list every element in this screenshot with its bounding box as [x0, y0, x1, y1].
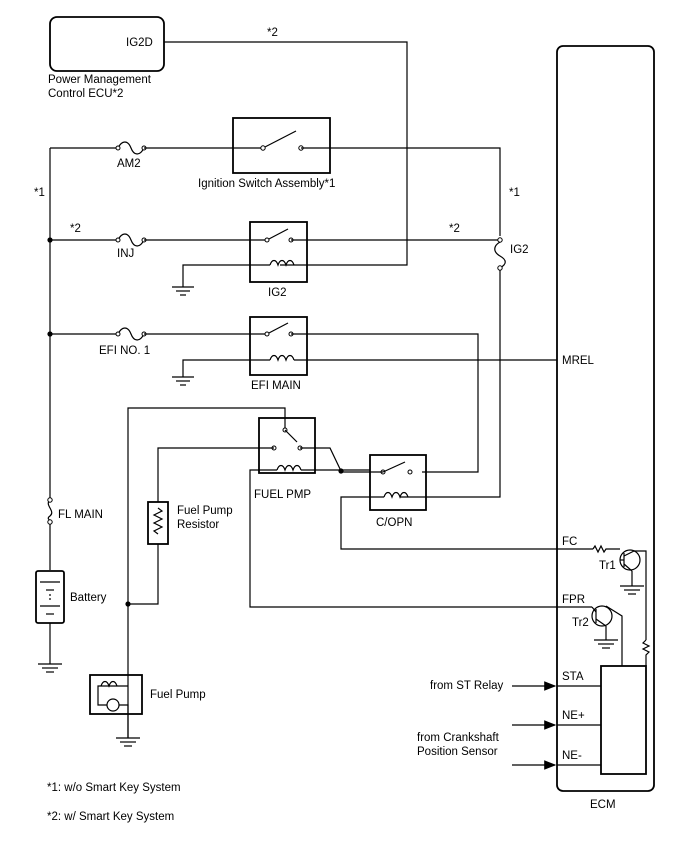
- resistor-output-wire: [128, 544, 159, 605]
- tr1-ground: [620, 585, 644, 595]
- efi-main-coil: [269, 354, 295, 362]
- ig2d-wire: [164, 41, 408, 266]
- ig2-relay-box: [249, 221, 308, 283]
- am2-fuse: [117, 141, 145, 155]
- ig2d-label: IG2D: [126, 37, 153, 49]
- tr1-label: Tr1: [599, 560, 616, 572]
- am2-label: AM2: [117, 158, 141, 170]
- efi-main-label: EFI MAIN: [251, 380, 301, 392]
- c-opn-relay-box: [369, 454, 427, 511]
- footnote-2: *2: w/ Smart Key System: [47, 811, 174, 823]
- fuel-pump-coil: [100, 680, 118, 688]
- fc-label: FC: [562, 536, 577, 548]
- ecm-internal-ic: [600, 665, 647, 775]
- efi-no1-label: EFI NO. 1: [99, 345, 150, 357]
- ne-plus-label: NE+: [562, 710, 585, 722]
- ig2-relay-contact: [266, 228, 289, 241]
- ecm-label: ECM: [590, 799, 616, 811]
- fuel-pump-resistor-label-2: Resistor: [177, 519, 219, 531]
- mark-star2-ig2: *2: [449, 223, 460, 235]
- fuel-pump-resistor-label-1: Fuel Pump: [177, 505, 233, 517]
- fuel-pmp-contact: [284, 429, 298, 443]
- efi-main-relay-box: [249, 316, 308, 376]
- resistor-symbol: [152, 507, 164, 535]
- efi-no1-fuse: [117, 327, 145, 341]
- st-relay-label: from ST Relay: [430, 680, 504, 692]
- tr1-base-resistor: [641, 639, 651, 666]
- fuel-pmp-relay-box: [258, 417, 316, 474]
- sta-label: STA: [562, 671, 584, 683]
- fl-main-label: FL MAIN: [58, 509, 103, 521]
- ig2-coil-ground: [172, 286, 194, 296]
- fuel-pump-ground: [116, 737, 140, 747]
- ig2-fuse-label: IG2: [510, 244, 529, 256]
- c-opn-coil: [383, 491, 409, 499]
- fuel-pmp-coil-to-fpr: [249, 469, 592, 608]
- mark-star1-left: *1: [34, 187, 45, 199]
- c-opn-label: C/OPN: [376, 517, 412, 529]
- fuel-pmp-to-copn: [300, 447, 342, 472]
- inj-label: INJ: [117, 248, 134, 260]
- power-management-ecu-label-2: Control ECU*2: [48, 88, 123, 100]
- mark-star1-right: *1: [509, 187, 520, 199]
- fuel-pmp-coil: [276, 464, 302, 472]
- fuel-pump-ground-wire: [119, 704, 129, 738]
- ig2-relay-coil: [269, 259, 295, 267]
- ig2-relay-label: IG2: [268, 287, 287, 299]
- fuel-pump-supply-wire: [127, 407, 286, 738]
- fl-main-fuse: [47, 499, 53, 523]
- fuel-pump-internal-top: [97, 685, 128, 700]
- tr1-to-ic: [634, 550, 647, 640]
- ig2-coil-ground-wire: [182, 264, 270, 287]
- battery-label: Battery: [70, 592, 107, 604]
- mark-star2-inj: *2: [70, 223, 81, 235]
- efi-coil-ground: [172, 376, 194, 386]
- ig2-fuse: [494, 241, 506, 269]
- ne-minus-label: NE-: [562, 750, 582, 762]
- tr2-ground: [594, 639, 618, 649]
- efi-main-contact: [266, 322, 289, 335]
- ig2-fuse-output-wire: [400, 270, 501, 498]
- power-management-ecu-label-1: Power Management: [48, 74, 152, 86]
- fuel-pump-box: [89, 674, 143, 715]
- fpr-label: FPR: [562, 594, 585, 606]
- ecm-box: [556, 45, 655, 792]
- fuel-pump-motor: [106, 698, 120, 712]
- battery-ground: [38, 663, 62, 673]
- fuel-pump-label: Fuel Pump: [150, 689, 206, 701]
- fuel-pmp-label: FUEL PMP: [254, 489, 311, 501]
- tr2-label: Tr2: [572, 617, 589, 629]
- footnote-1: *1: w/o Smart Key System: [47, 782, 181, 794]
- ignition-switch-box: [232, 117, 331, 174]
- copn-coil-to-fc: [340, 496, 593, 550]
- crankshaft-label-2: Position Sensor: [417, 746, 498, 758]
- battery-box: [35, 570, 65, 624]
- ignition-switch-label: Ignition Switch Assembly*1: [198, 178, 335, 190]
- crankshaft-label-1: from Crankshaft: [417, 732, 500, 744]
- inj-fuse: [117, 233, 145, 247]
- tr2-to-ic: [605, 605, 623, 666]
- efi-coil-ground-wire: [182, 359, 270, 377]
- ignition-switch-contact: [262, 130, 297, 149]
- power-management-ecu-box: [49, 16, 165, 72]
- c-opn-contact: [382, 461, 406, 473]
- tr2-transistor: [591, 605, 613, 627]
- ignition-output-wire: [301, 147, 501, 236]
- efi-main-output-wire: [291, 333, 479, 473]
- mark-star2-top: *2: [267, 27, 278, 39]
- mrel-label: MREL: [562, 355, 595, 367]
- fuel-pmp-to-resistor: [157, 447, 274, 502]
- fc-resistor: [592, 544, 620, 554]
